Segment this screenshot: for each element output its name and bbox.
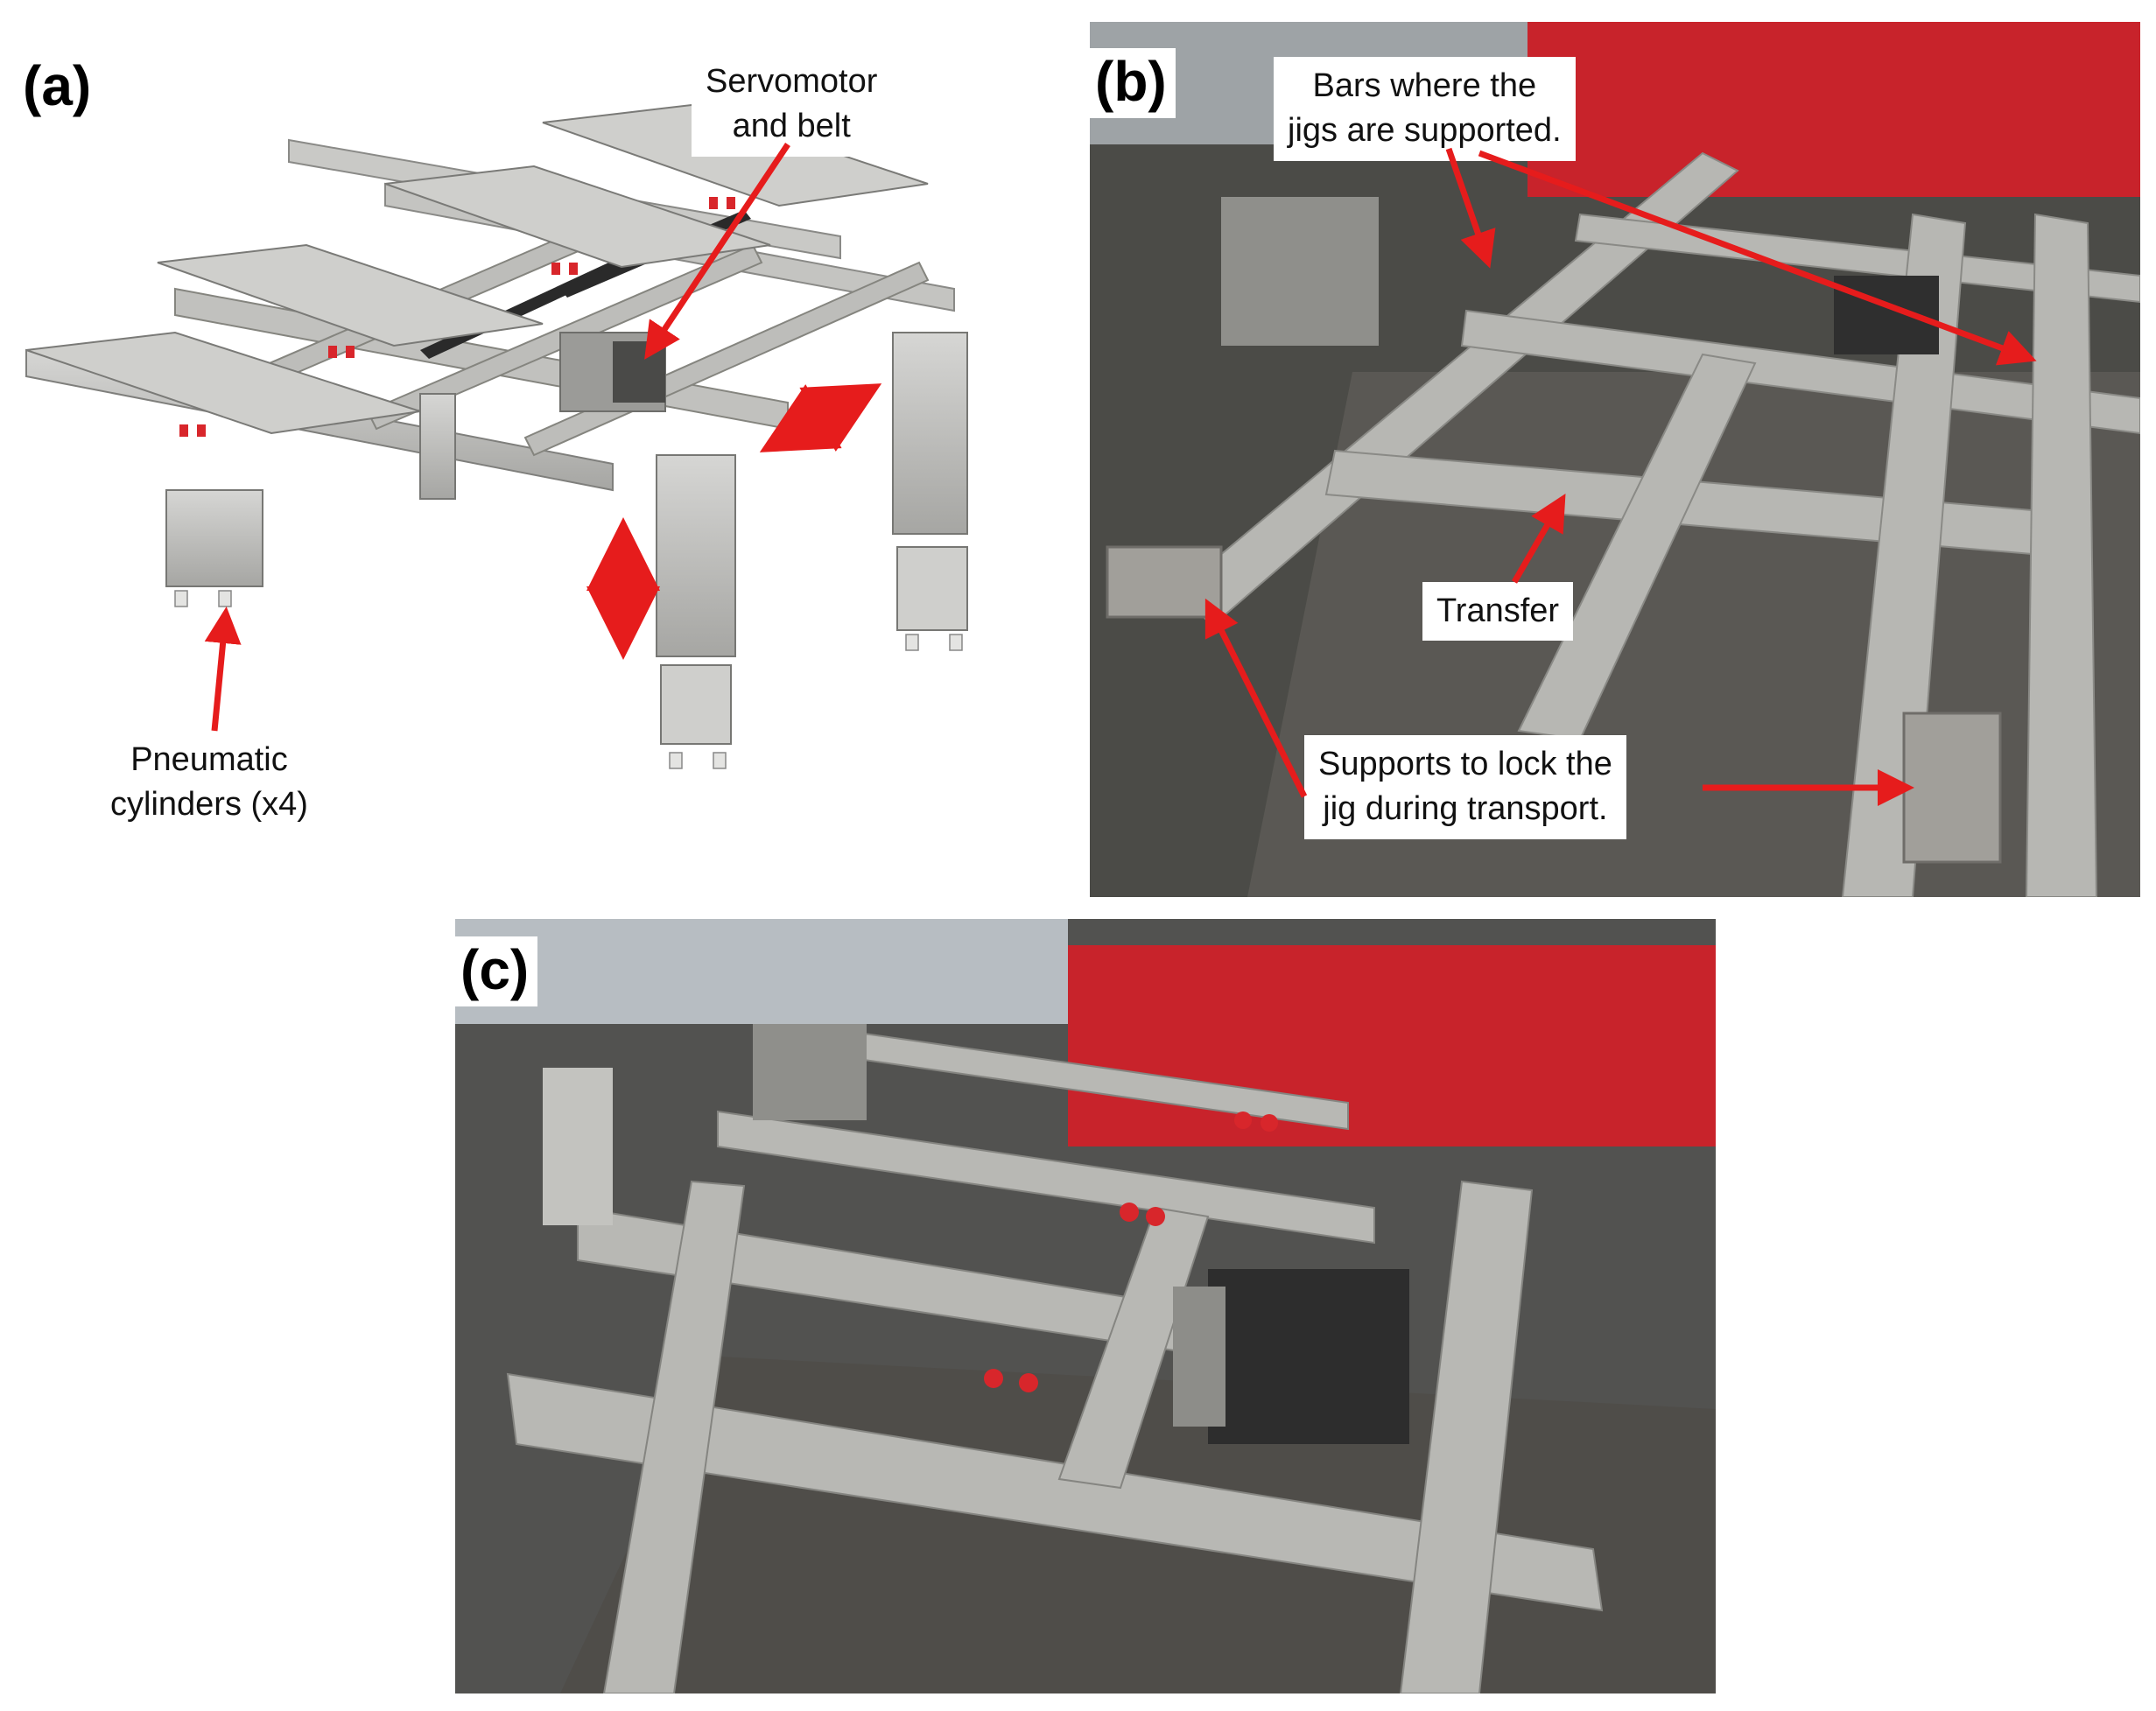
callout-servo-line2: and belt (732, 108, 851, 145)
cad-transfer-render (25, 103, 968, 769)
panel-b-photo: (b) Bars where the jigs are supported. T… (1090, 22, 2140, 897)
panel-c-photo: (c) (455, 919, 1716, 1693)
panel-a-cad-render: (a) Servomotor and belt Pneumatic cylind… (0, 0, 1085, 875)
panel-label-c: (c) (455, 936, 538, 1006)
callout-transfer: Transfer (1422, 582, 1574, 642)
photo-transfer-perspective (455, 919, 1716, 1693)
panel-label-b: (b) (1090, 48, 1176, 118)
callout-transfer-line1: Transfer (1436, 593, 1560, 629)
callout-cylinders-line1: Pneumatic (130, 741, 288, 778)
callout-bars-line1: Bars where the (1312, 67, 1537, 104)
callout-bars-jigs: Bars where the jigs are supported. (1274, 57, 1576, 161)
callout-supports-lock: Supports to lock the jig during transpor… (1304, 735, 1626, 839)
callout-servomotor-belt: Servomotor and belt (692, 53, 892, 157)
callout-bars-line2: jigs are supported. (1288, 112, 1562, 150)
callout-pneumatic-cylinders: Pneumatic cylinders (x4) (96, 731, 322, 835)
callout-supports-line2: jig during transport. (1323, 790, 1608, 828)
panel-label-a: (a) (18, 53, 101, 123)
callout-servo-line1: Servomotor (706, 63, 878, 100)
callout-supports-line1: Supports to lock the (1318, 746, 1612, 782)
callout-cylinders-line2: cylinders (x4) (110, 786, 308, 824)
